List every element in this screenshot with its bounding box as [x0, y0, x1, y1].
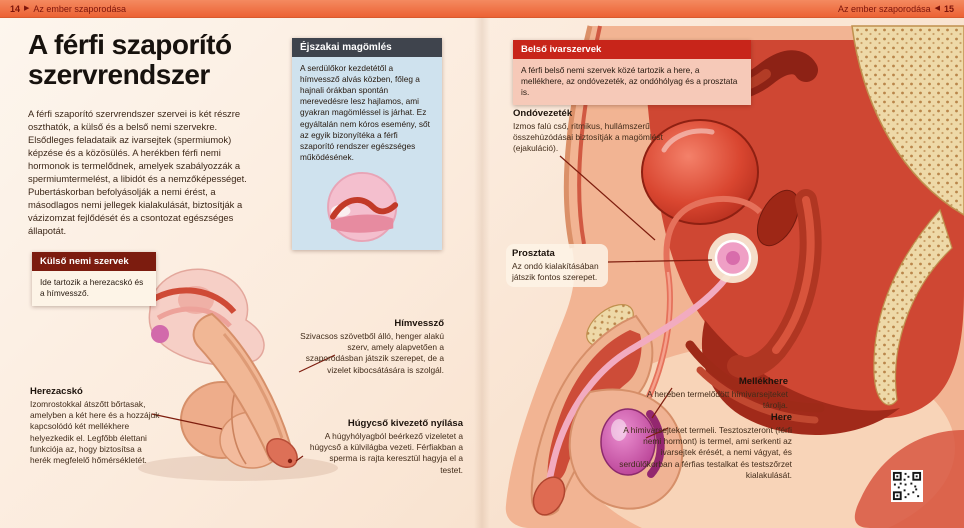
seminal-vesicle	[756, 189, 800, 247]
label-body: A herében termelődött hímivarsejteket tá…	[646, 389, 788, 411]
label-here: Here A hímivarsejteket termeli. Tesztosz…	[616, 412, 792, 481]
pelvic-floor-muscle	[685, 340, 825, 413]
label-title: Here	[770, 412, 792, 423]
urethral-opening	[287, 458, 293, 464]
penis-external	[192, 312, 292, 463]
leader-himvesszo	[298, 354, 336, 373]
leader-prosztata	[607, 259, 713, 263]
internal-organs-box: Belső ivarszervek A férfi belső nemi sze…	[513, 40, 751, 106]
triangle-left-icon: ◀	[934, 5, 940, 12]
label-title: Herezacskó	[30, 386, 83, 397]
label-body: Izmos falú cső, ritmikus, hullámszerű ös…	[513, 121, 663, 154]
intro-paragraph: A férfi szaporító szervrendszer szervei …	[28, 108, 247, 236]
label-title: Húgycső kivezető nyílása	[347, 418, 463, 429]
page-header-bar: 14 ▶ Az ember szaporodása Az ember szapo…	[0, 0, 964, 18]
label-ondovezetek: Ondóvezeték Izmos falú cső, ritmikus, hu…	[513, 108, 667, 155]
night-emission-box-body: A serdülőkor kezdetétől a hímvessző alvá…	[292, 57, 442, 170]
label-body: Szivacsos szövetből álló, henger alakú s…	[300, 331, 444, 375]
internal-organs-box-body: A férfi belső nemi szervek közé tartozik…	[513, 59, 751, 106]
label-prosztata: Prosztata Az ondó kialakításában játszik…	[506, 244, 608, 288]
glans	[532, 476, 566, 516]
sleeping-figure-illustration	[327, 171, 399, 243]
external-anatomy-illustration	[138, 268, 338, 481]
label-body: Az ondó kialakításában játszik fontos sz…	[512, 261, 599, 283]
header-right: Az ember szaporodása ◀ 15	[838, 4, 954, 14]
external-organs-box-title: Külső nemi szervek	[32, 252, 156, 271]
internal-organs-box-title: Belső ivarszervek	[513, 40, 751, 59]
chapter-title-left: Az ember szaporodása	[33, 3, 126, 14]
triangle-right-icon: ▶	[24, 5, 30, 12]
label-title: Hímvessző	[394, 318, 444, 329]
right-page-number: 15	[943, 3, 954, 14]
sacrum-bone	[851, 25, 964, 216]
label-herezacsko: Herezacskó Izomrostokkal átszőtt bőrtasa…	[30, 386, 161, 466]
night-emission-illustration	[292, 169, 442, 250]
epididymis	[646, 410, 665, 478]
leader-lines	[151, 155, 713, 462]
external-organs-box: Külső nemi szervek Ide tartozik a hereza…	[32, 252, 156, 307]
label-title: Prosztata	[512, 248, 555, 259]
chapter-title-right: Az ember szaporodása	[838, 3, 931, 14]
left-page-number: 14	[10, 3, 21, 14]
page-title: A férfi szaporító szervrendszer	[28, 29, 232, 90]
night-emission-box-title: Éjszakai magömlés	[292, 38, 442, 57]
night-emission-box: Éjszakai magömlés A serdülőkor kezdetétő…	[292, 38, 442, 250]
coccyx-bone	[873, 208, 953, 406]
leader-here	[645, 427, 669, 439]
leader-mellekhere	[651, 387, 673, 419]
leader-ondovezetek	[559, 155, 656, 241]
leader-hugycso	[295, 455, 304, 462]
label-body: Izomrostokkal átszőtt bőrtasak, amelyben…	[30, 399, 160, 465]
label-body: A húgyhólyagból beérkező vizeletet a húg…	[309, 431, 463, 475]
label-title: Ondóvezeték	[513, 108, 573, 119]
label-himvesszo: Hímvessző Szivacsos szövetből álló, heng…	[288, 318, 444, 376]
duct-red	[150, 287, 237, 315]
label-body: A hímivarsejteket termeli. Tesztoszteron…	[619, 425, 792, 480]
leader-herezacsko	[151, 413, 223, 430]
label-hugycso: Húgycső kivezető nyílása A húgyhólyagból…	[306, 418, 463, 476]
internal-anatomy-illustration	[505, 25, 964, 528]
external-organs-box-body: Ide tartozik a herezacskó és a hímvessző…	[32, 271, 156, 307]
label-mellekhere: Mellékhere A herében termelődött hímivar…	[636, 376, 788, 411]
header-left: 14 ▶ Az ember szaporodása	[10, 4, 126, 14]
label-title: Mellékhere	[738, 376, 788, 387]
qr-code	[891, 470, 923, 502]
